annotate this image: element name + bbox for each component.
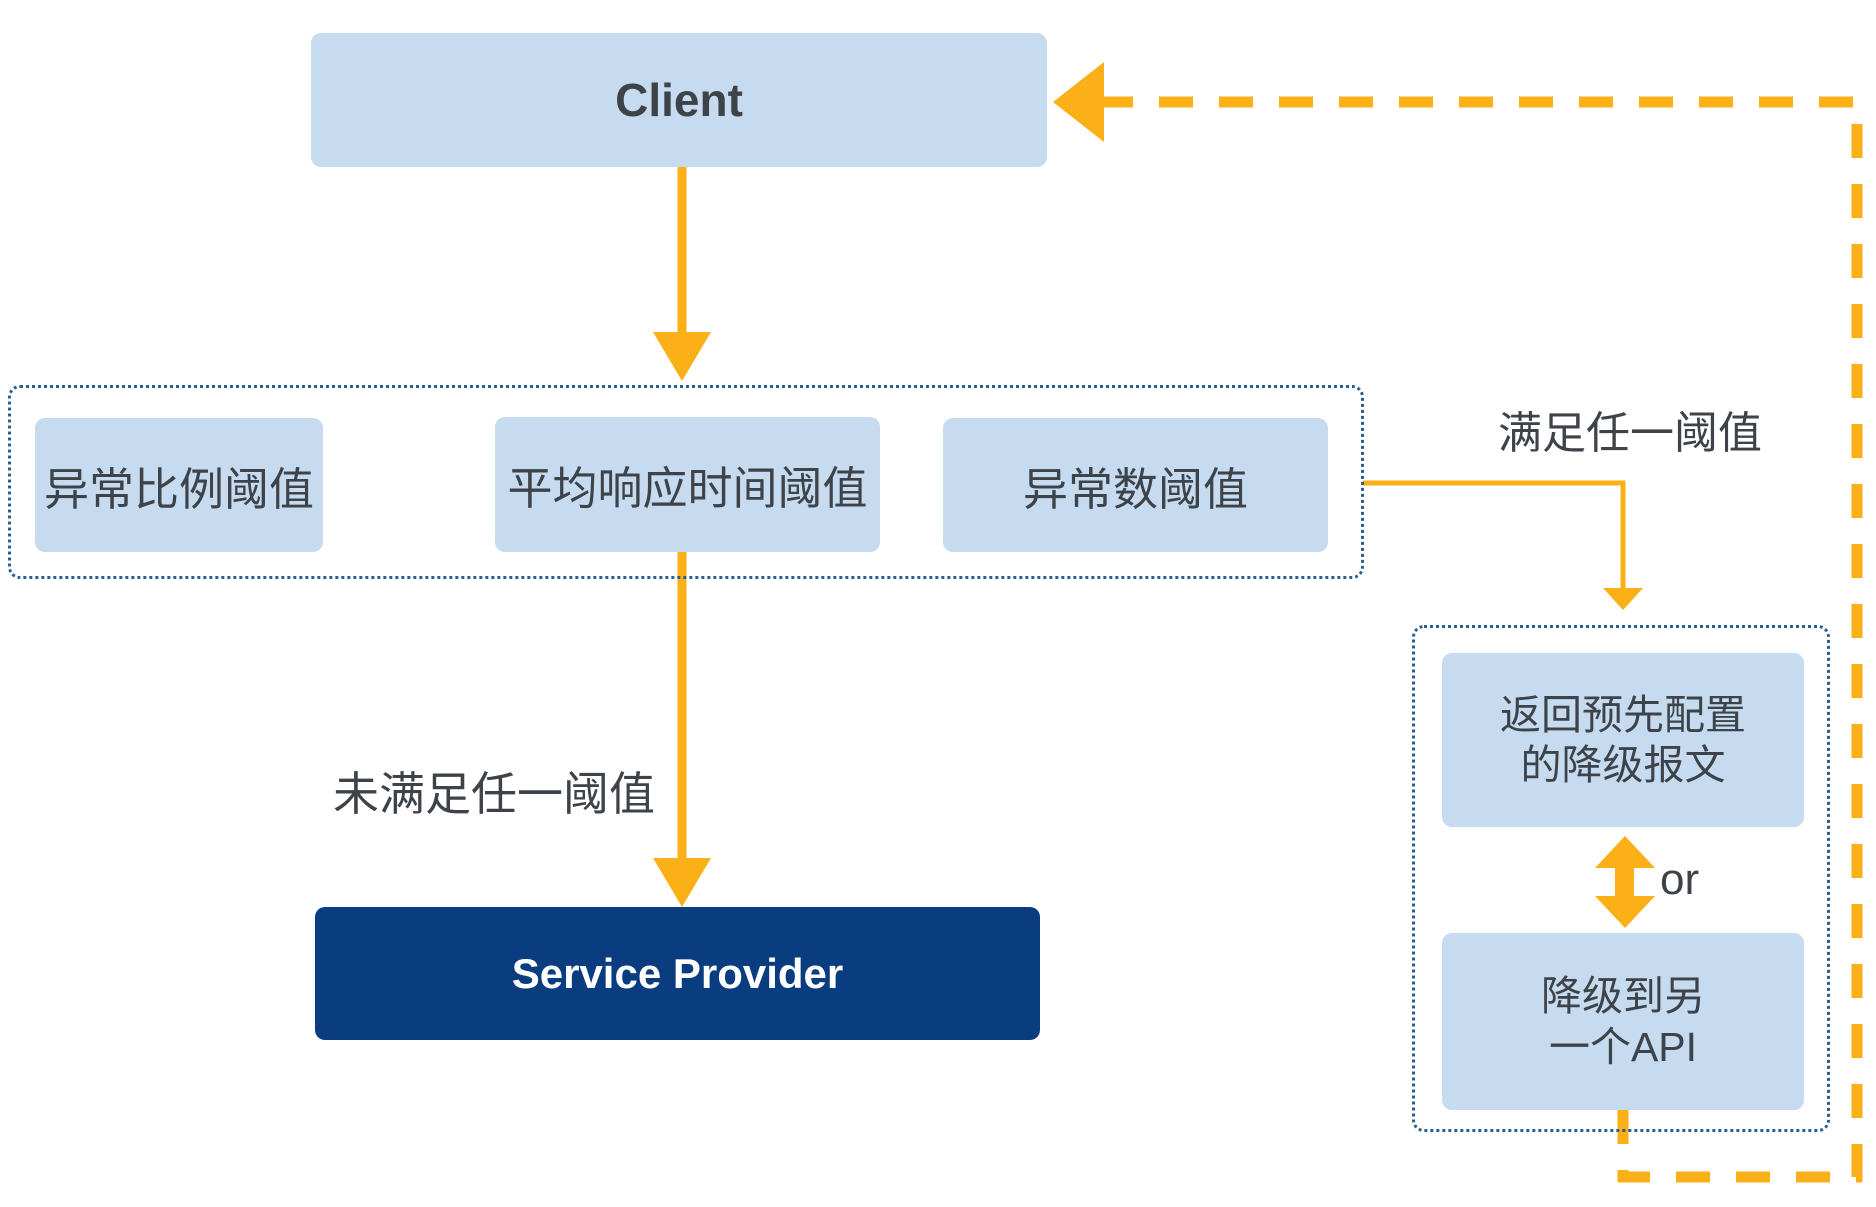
node-fallback-another-api[interactable]: 降级到另 一个API xyxy=(1442,933,1804,1110)
edge-label-satisfy-any-threshold: 满足任一阈值 xyxy=(1498,409,1762,458)
arrow-thresholds-to-service xyxy=(653,552,711,907)
node-threshold-error-ratio[interactable]: 异常比例阈值 xyxy=(35,418,323,552)
edge-label-or: or xyxy=(1660,855,1700,904)
node-threshold-error-ratio-label: 异常比例阈值 xyxy=(43,463,314,515)
node-client-label: Client xyxy=(615,74,743,126)
edge-label-no-threshold-met: 未满足任一阈值 xyxy=(333,768,655,820)
node-threshold-error-count[interactable]: 异常数阈值 xyxy=(943,418,1328,552)
node-service-provider-label: Service Provider xyxy=(511,949,844,997)
node-fallback-another-api-label: 降级到另 一个API xyxy=(1541,971,1705,1071)
fallback-line-2: 一个API xyxy=(1548,1023,1698,1070)
node-fallback-preconfigured-response-label: 返回预先配置 的降级报文 xyxy=(1500,690,1746,790)
node-client[interactable]: Client xyxy=(311,33,1047,167)
node-fallback-preconfigured-response[interactable]: 返回预先配置 的降级报文 xyxy=(1442,653,1804,827)
fallback-line-1: 返回预先配置 xyxy=(1500,691,1746,738)
node-threshold-error-count-label: 异常数阈值 xyxy=(1022,463,1248,515)
group-fallback xyxy=(1412,625,1830,1132)
arrow-thresholds-to-fallback xyxy=(1363,480,1643,610)
fallback-line-1: 降级到另 xyxy=(1541,973,1705,1020)
group-thresholds xyxy=(8,385,1364,579)
node-service-provider[interactable]: Service Provider xyxy=(315,907,1040,1040)
arrow-client-to-thresholds xyxy=(653,167,711,381)
node-threshold-avg-response-time[interactable]: 平均响应时间阈值 xyxy=(495,417,880,552)
node-threshold-avg-response-time-label: 平均响应时间阈值 xyxy=(507,463,868,514)
fallback-line-2: 的降级报文 xyxy=(1520,742,1726,788)
